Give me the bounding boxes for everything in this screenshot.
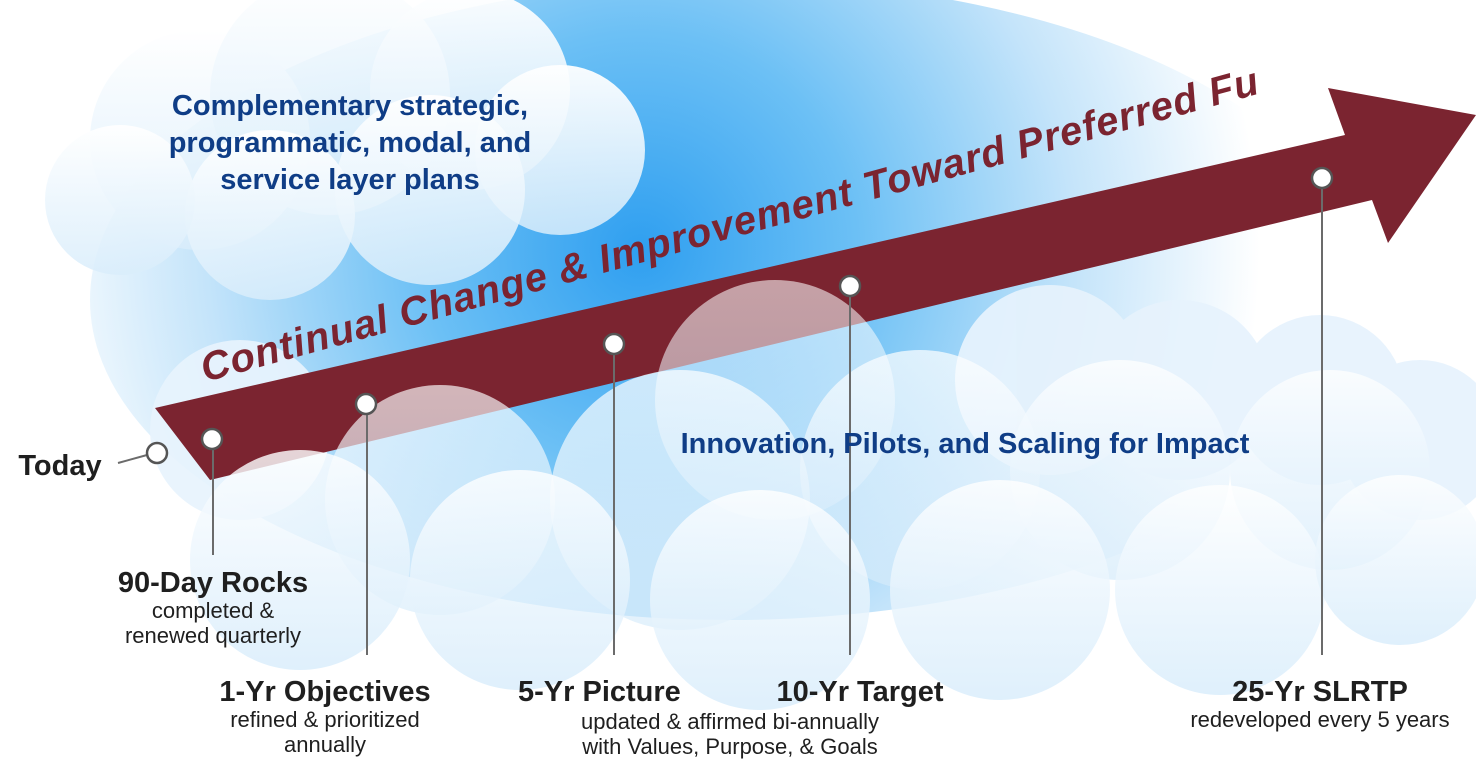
- milestone-desc-1: refined & prioritized: [230, 707, 420, 733]
- milestone-5-yr: 5-Yr Picture: [490, 676, 740, 708]
- marker-5-yr: [602, 332, 626, 356]
- timeline-arrow: [155, 88, 1476, 480]
- today-label: Today: [5, 450, 115, 482]
- milestone-90-day: 90-Day Rocks completed & renewed quarter…: [58, 567, 368, 649]
- today-text: Today: [18, 450, 102, 482]
- milestone-title: 10-Yr Target: [776, 676, 944, 708]
- top-clouds-label: Complementary strategic, programmatic, m…: [168, 90, 532, 196]
- milestone-desc-1: redeveloped every 5 years: [1190, 707, 1450, 733]
- today-marker: [145, 441, 169, 465]
- milestone-desc-2: with Values, Purpose, & Goals: [582, 733, 878, 759]
- milestone-title: 1-Yr Objectives: [219, 676, 431, 708]
- milestone-title: 25-Yr SLRTP: [1232, 676, 1408, 708]
- milestone-desc-2: annually: [284, 732, 366, 758]
- milestone-connectors: [117, 178, 1323, 655]
- marker-90-day: [200, 427, 224, 451]
- bottom-clouds-front: [190, 280, 1476, 710]
- marker-10-yr: [838, 274, 862, 298]
- milestone-title: 5-Yr Picture: [518, 676, 681, 708]
- bottom-clouds-label: Innovation, Pilots, and Scaling for Impa…: [680, 428, 1250, 460]
- top-clouds: [45, 0, 645, 300]
- milestone-desc-2: renewed quarterly: [124, 623, 302, 649]
- milestone-desc-1: completed &: [151, 598, 275, 624]
- milestone-5-yr-desc: updated & affirmed bi-annually with Valu…: [520, 709, 940, 759]
- milestone-desc-1: updated & affirmed bi-annually: [580, 709, 879, 734]
- milestone-25-yr: 25-Yr SLRTP redeveloped every 5 years: [1130, 676, 1476, 733]
- milestone-markers: [145, 166, 1334, 465]
- marker-25-yr: [1310, 166, 1334, 190]
- milestone-10-yr: 10-Yr Target: [740, 676, 980, 708]
- marker-1-yr: [354, 392, 378, 416]
- milestone-1-yr: 1-Yr Objectives refined & prioritized an…: [170, 676, 480, 758]
- milestone-title: 90-Day Rocks: [117, 567, 309, 599]
